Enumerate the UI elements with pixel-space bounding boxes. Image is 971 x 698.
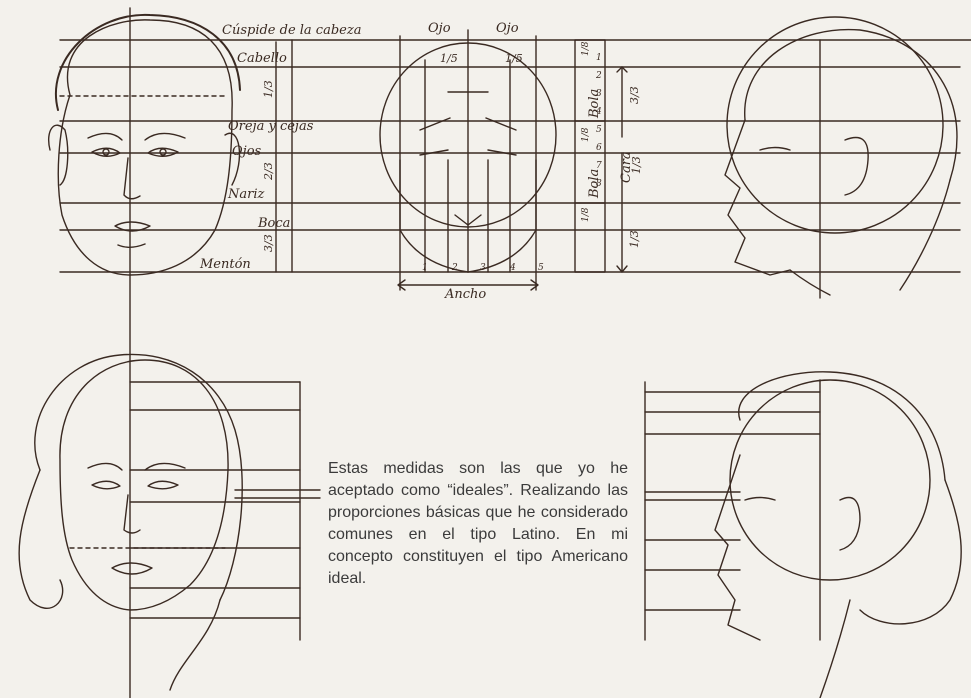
fraction-three-thirds: 3/3 — [262, 234, 275, 252]
fraction-side-3-3: 3/3 — [628, 86, 641, 104]
label-oreja-cejas: Oreja y cejas — [228, 119, 314, 134]
bola-tick-3: 3 — [596, 89, 602, 99]
fraction-side-1-3: 1/3 — [628, 230, 641, 248]
eye-number-1: 1 — [422, 263, 428, 273]
skull-construction — [379, 29, 557, 291]
label-bola-top: Bola — [587, 89, 602, 119]
description-paragraph: Estas medidas son las que yo he aceptado… — [328, 460, 628, 587]
bola-tick-7: 7 — [596, 161, 602, 171]
top-labels: Cúspide de la cabeza Cabello Oreja y cej… — [199, 21, 523, 302]
fraction-one-eighth-b: 1/8 — [581, 127, 591, 142]
fraction-one-fifth-right: 1/5 — [505, 52, 523, 65]
bola-tick-8: 8 — [596, 179, 602, 189]
fraction-one-eighth-a: 1/8 — [581, 41, 591, 56]
label-cara: Cara — [619, 151, 634, 183]
bola-tick-5: 5 — [596, 125, 602, 135]
male-front-face — [48, 13, 241, 276]
fraction-cara-third: 1/3 — [630, 156, 643, 174]
label-nariz: Nariz — [227, 187, 264, 202]
label-boca: Boca — [257, 216, 290, 231]
male-profile — [724, 16, 958, 299]
bola-ticks: 1 2 3 4 5 6 7 8 — [595, 53, 602, 189]
label-ojos: Ojos — [232, 144, 262, 159]
label-menton: Mentón — [199, 257, 251, 272]
eye-number-5: 5 — [538, 263, 544, 273]
female-profile — [714, 371, 962, 698]
bola-tick-4: 4 — [595, 107, 602, 117]
scale-labels: Bola Bola Cara 1/8 1/8 1/8 1/3 3/3 1/3 — [581, 41, 643, 248]
side-scale — [574, 39, 628, 273]
eye-number-2: 2 — [451, 263, 458, 273]
fraction-one-eighth-c: 1/8 — [581, 207, 591, 222]
label-bola-bottom: Bola — [587, 169, 602, 199]
label-ojo-right: Ojo — [496, 21, 519, 36]
bola-tick-6: 6 — [596, 143, 602, 153]
top-guide-lines — [59, 7, 971, 698]
fraction-two-thirds: 2/3 — [262, 162, 275, 181]
eye-numbers: 1 2 3 4 5 — [422, 263, 544, 273]
eye-number-4: 4 — [509, 263, 516, 273]
eye-number-3: 3 — [480, 263, 486, 273]
bola-tick-1: 1 — [596, 53, 602, 63]
fraction-one-fifth-left: 1/5 — [440, 52, 458, 65]
label-ojo-left: Ojo — [428, 21, 451, 36]
label-cuspide: Cúspide de la cabeza — [222, 23, 361, 38]
bola-tick-2: 2 — [595, 71, 602, 81]
fraction-one-third: 1/3 — [262, 80, 275, 98]
label-cabello: Cabello — [237, 51, 287, 66]
label-ancho: Ancho — [444, 287, 486, 302]
female-front-face — [18, 353, 243, 691]
